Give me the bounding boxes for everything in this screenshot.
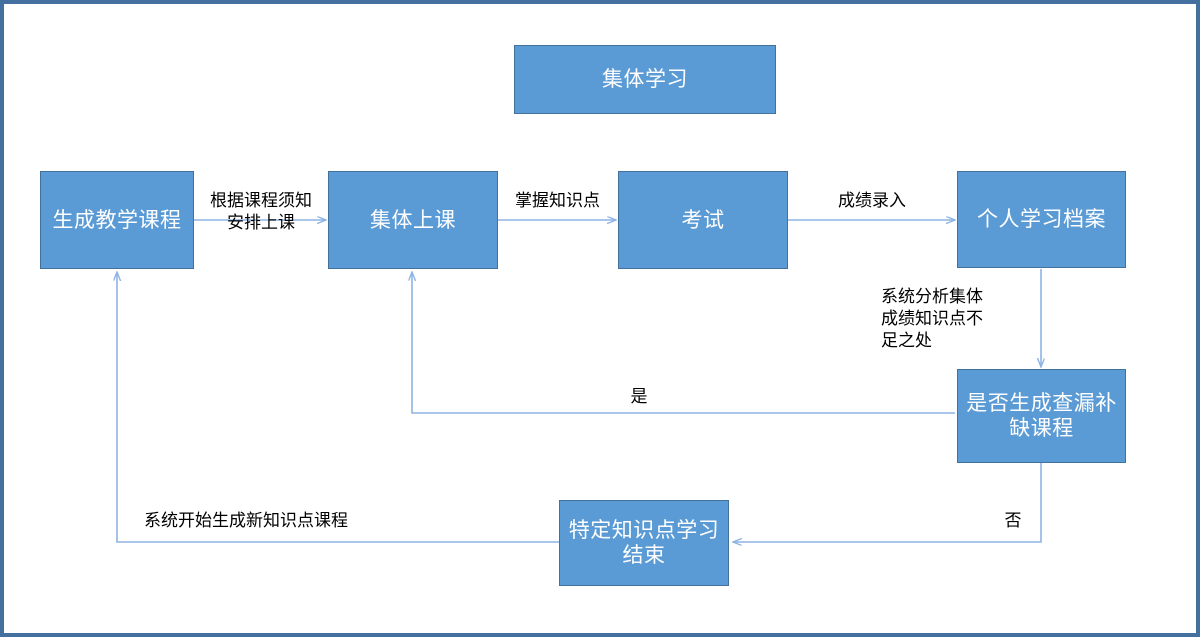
node-generate-course[interactable]: 生成教学课程 bbox=[40, 171, 194, 269]
node-personal-archive[interactable]: 个人学习档案 bbox=[957, 171, 1126, 268]
node-personal-archive-label: 个人学习档案 bbox=[977, 207, 1106, 232]
node-group-study-label: 集体学习 bbox=[602, 67, 688, 92]
edge-label-regenerate: 系统开始生成新知识点课程 bbox=[144, 511, 348, 531]
edge-label-master-points: 掌握知识点 bbox=[515, 191, 600, 211]
edge-label-yes: 是 bbox=[630, 387, 648, 407]
node-exam[interactable]: 考试 bbox=[618, 171, 788, 269]
node-exam-label: 考试 bbox=[681, 207, 725, 232]
edge-label-system-analysis: 系统分析集体 成绩知识点不 足之处 bbox=[881, 287, 983, 351]
node-group-study[interactable]: 集体学习 bbox=[514, 45, 776, 114]
edge-label-arrange-class: 根据课程须知 安排上课 bbox=[210, 191, 312, 233]
edge-decision-no-to-finish bbox=[733, 463, 1042, 542]
edge-label-no: 否 bbox=[1004, 511, 1022, 531]
node-group-class[interactable]: 集体上课 bbox=[328, 171, 498, 269]
node-group-class-label: 集体上课 bbox=[370, 207, 456, 232]
node-decision-remedial[interactable]: 是否生成查漏补缺课程 bbox=[957, 369, 1126, 463]
node-decision-remedial-label: 是否生成查漏补缺课程 bbox=[966, 391, 1117, 440]
node-topic-finish[interactable]: 特定知识点学习结束 bbox=[559, 500, 729, 586]
node-topic-finish-label: 特定知识点学习结束 bbox=[568, 518, 720, 567]
edge-label-score-entry: 成绩录入 bbox=[838, 191, 906, 211]
node-generate-course-label: 生成教学课程 bbox=[52, 207, 182, 232]
edge-finish-to-generate bbox=[117, 272, 559, 543]
edge-decision-yes-to-class bbox=[412, 272, 955, 414]
